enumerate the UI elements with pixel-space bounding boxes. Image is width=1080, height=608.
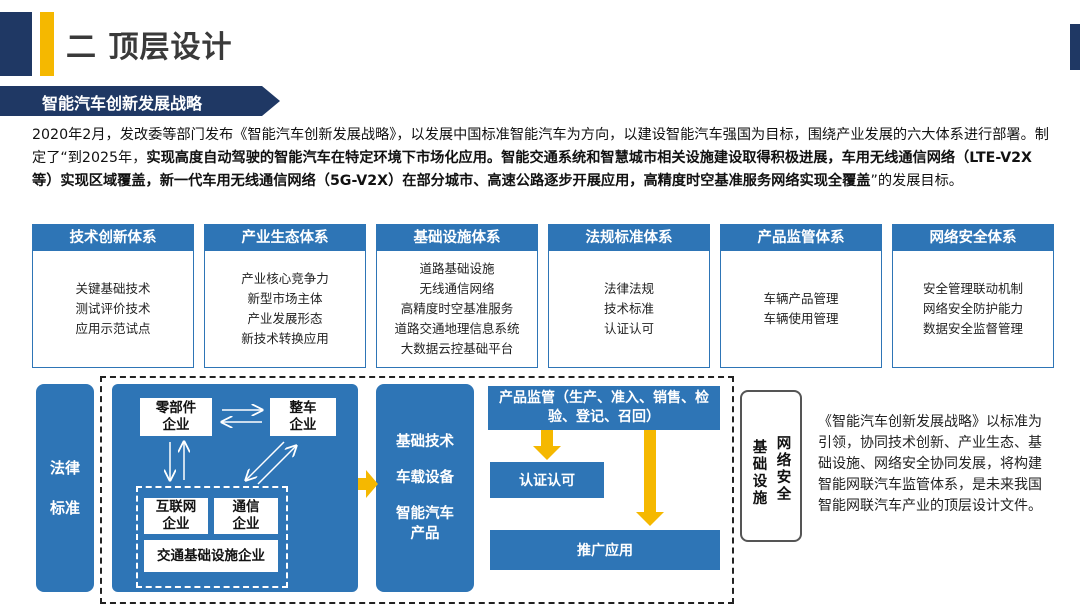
tech-product: 智能汽车产品 [396, 506, 454, 542]
tech-onboard: 车载设备 [396, 470, 454, 486]
promotion-box: 推广应用 [490, 530, 720, 570]
telecom-enterprise-label: 通信企业 [232, 499, 260, 532]
arrow-vehicle-down [246, 441, 285, 480]
intro-text-bold: 实现高度自动驾驶的智能汽车在特定环境下市场化应用。智能交通系统和智慧城市相关设施… [32, 150, 1032, 189]
category-body: 道路基础设施无线通信网络高精度时空基准服务道路交通地理信息系统大数据云控基础平台 [377, 251, 537, 367]
arrow-to-tech [358, 470, 378, 498]
section-title: 智能汽车创新发展战略 [42, 94, 203, 113]
certification-box: 认证认可 [490, 462, 604, 498]
category-title: 产业生态体系 [205, 225, 365, 251]
support-enterprise-frame [136, 486, 288, 588]
infra-enterprise-box: 交通基础设施企业 [144, 540, 278, 572]
category-body: 关键基础技术测试评价技术应用示范试点 [33, 251, 193, 367]
intro-paragraph: 2020年2月，发改委等部门发布《智能汽车创新发展战略》，以发展中国标准智能汽车… [32, 124, 1052, 193]
tech-panel: 基础技术 车载设备 智能汽车产品 [376, 384, 474, 592]
intro-text-2: ”的发展目标。 [870, 173, 963, 189]
header-accent-gold [40, 12, 54, 76]
category-title: 技术创新体系 [33, 225, 193, 251]
category-card: 网络安全体系安全管理联动机制网络安全防护能力数据安全监督管理 [892, 224, 1054, 368]
header-right-accent [1070, 24, 1080, 70]
category-item: 大数据云控基础平台 [400, 341, 514, 356]
category-body: 车辆产品管理车辆使用管理 [721, 251, 881, 367]
law-label: 法律 [49, 459, 80, 477]
page-title: 二 顶层设计 [66, 30, 233, 65]
category-body: 安全管理联动机制网络安全防护能力数据安全监督管理 [893, 251, 1053, 367]
category-item: 产业核心竞争力 [241, 271, 329, 286]
intro-text-1: 2020年2月，发改委等部门发布《智能汽车创新发展战略》，以发展中国标准智能汽车… [32, 127, 1049, 166]
category-item: 新技术转换应用 [241, 331, 329, 346]
parts-enterprise-box: 零部件企业 [140, 398, 212, 436]
category-card: 技术创新体系关键基础技术测试评价技术应用示范试点 [32, 224, 194, 368]
security-column-label: 网络安全 [776, 436, 792, 503]
category-item: 技术标准 [603, 301, 654, 316]
category-item: 法律法规 [603, 281, 654, 296]
supervision-box: 产品监管（生产、准入、销售、检验、登记、召回） [488, 386, 720, 430]
category-item: 产业发展形态 [247, 311, 323, 326]
category-item: 关键基础技术 [75, 281, 151, 296]
category-card: 基础设施体系道路基础设施无线通信网络高精度时空基准服务道路交通地理信息系统大数据… [376, 224, 538, 368]
internet-enterprise-label: 互联网企业 [155, 499, 197, 532]
arrow-sup-to-promo [636, 430, 664, 526]
category-item: 认证认可 [603, 321, 654, 336]
category-item: 无线通信网络 [419, 281, 495, 296]
category-card: 法规标准体系法律法规技术标准认证认可 [548, 224, 710, 368]
vehicle-enterprise-label: 整车企业 [289, 400, 317, 433]
section-banner [0, 86, 280, 116]
category-item: 测试评价技术 [75, 301, 151, 316]
infra-security-box: 网络安全 基础设施 [740, 390, 802, 542]
infra-column-label: 基础设施 [752, 440, 768, 507]
category-title: 网络安全体系 [893, 225, 1053, 251]
category-body: 法律法规技术标准认证认可 [549, 251, 709, 367]
law-standard-panel: 法律 标准 [36, 384, 94, 592]
arrow-vehicle-up [257, 446, 296, 485]
category-card: 产品监管体系车辆产品管理车辆使用管理 [720, 224, 882, 368]
internet-enterprise-box: 互联网企业 [144, 498, 208, 534]
summary-text: 《智能汽车创新发展战略》以标准为引领，协同技术创新、产业生态、基础设施、网络安全… [818, 414, 1042, 514]
category-card: 产业生态体系产业核心竞争力新型市场主体产业发展形态新技术转换应用 [204, 224, 366, 368]
standard-label: 标准 [49, 499, 80, 517]
tech-basic: 基础技术 [396, 434, 454, 450]
category-item: 应用示范试点 [75, 321, 151, 336]
category-item: 道路交通地理信息系统 [394, 321, 520, 336]
category-item: 网络安全防护能力 [922, 301, 1023, 316]
category-item: 车辆产品管理 [763, 291, 839, 306]
category-item: 高精度时空基准服务 [400, 301, 514, 316]
arrow-sup-to-cert [533, 430, 561, 460]
category-title: 基础设施体系 [377, 225, 537, 251]
category-body: 产业核心竞争力新型市场主体产业发展形态新技术转换应用 [205, 251, 365, 367]
vehicle-enterprise-box: 整车企业 [270, 398, 336, 436]
category-item: 安全管理联动机制 [922, 281, 1023, 296]
header-accent-navy [0, 12, 32, 76]
category-item: 数据安全监督管理 [922, 321, 1023, 336]
category-item: 道路基础设施 [419, 261, 495, 276]
category-title: 产品监管体系 [721, 225, 881, 251]
ecosystem-frame [100, 376, 734, 604]
parts-enterprise-label: 零部件企业 [155, 400, 197, 433]
category-title: 法规标准体系 [549, 225, 709, 251]
category-item: 车辆使用管理 [763, 311, 839, 326]
telecom-enterprise-box: 通信企业 [214, 498, 278, 534]
category-item: 新型市场主体 [247, 291, 323, 306]
